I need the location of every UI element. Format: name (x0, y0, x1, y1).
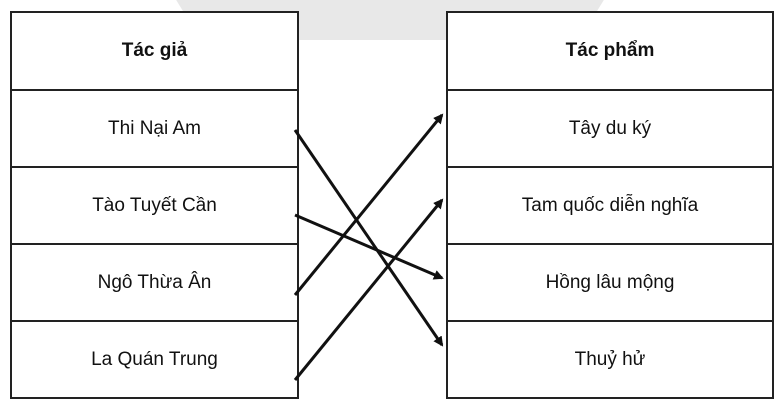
authors-table: Tác giả Thi Nại Am Tào Tuyết Cần Ngô Thừ… (10, 11, 299, 399)
match-arrow (293, 113, 444, 296)
work-item: Thuỷ hử (446, 320, 774, 399)
author-item: Ngô Thừa Ân (10, 243, 299, 322)
match-arrow (293, 198, 444, 381)
work-item: Tam quốc diễn nghĩa (446, 166, 774, 245)
author-item: La Quán Trung (10, 320, 299, 399)
work-item: Tây du ký (446, 89, 774, 168)
match-arrow (294, 213, 444, 280)
authors-header: Tác giả (10, 11, 299, 91)
works-header: Tác phẩm (446, 11, 774, 91)
author-item: Thi Nại Am (10, 89, 299, 168)
match-arrow (293, 129, 444, 347)
work-item: Hồng lâu mộng (446, 243, 774, 322)
author-item: Tào Tuyết Cần (10, 166, 299, 245)
works-table: Tác phẩm Tây du ký Tam quốc diễn nghĩa H… (446, 11, 774, 399)
